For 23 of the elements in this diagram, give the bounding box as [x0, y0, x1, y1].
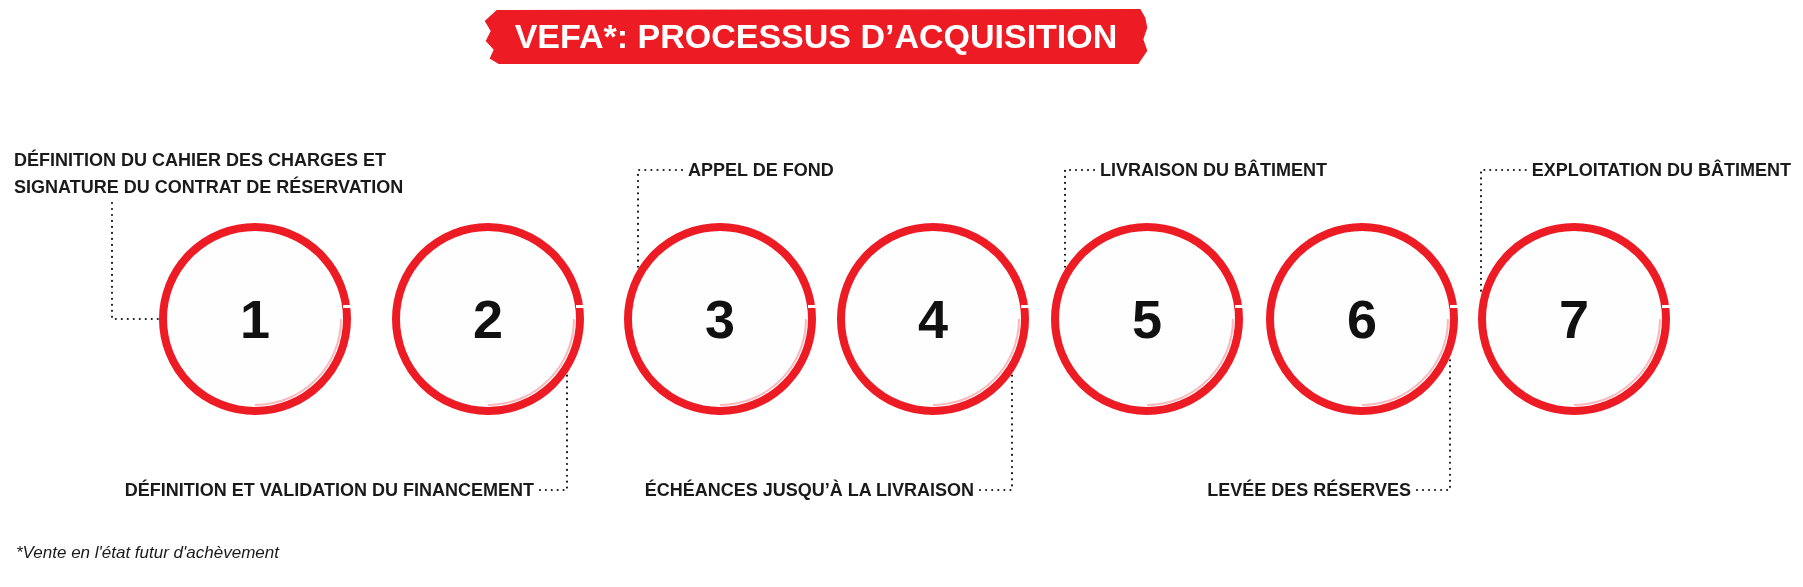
step-number: 3 — [704, 292, 735, 346]
step-label: APPEL DE FOND — [688, 159, 834, 181]
leader-line — [1415, 359, 1452, 492]
leader-line — [1479, 168, 1527, 292]
step-number: 1 — [239, 292, 270, 346]
step-label: ÉCHÉANCES JUSQU’À LA LIVRAISON — [644, 479, 974, 501]
step-number: 5 — [1131, 292, 1162, 346]
footnote: *Vente en l'état futur d'achèvement — [16, 542, 279, 564]
step-label: DÉFINITION DU CAHIER DES CHARGES ET SIGNATURE DU CONTRAT DE RÉSERVATION — [14, 147, 405, 201]
leader-line — [636, 168, 684, 268]
step-number: 7 — [1558, 292, 1589, 346]
step-label: LEVÉE DES RÉSERVES — [1207, 479, 1411, 501]
leader-line — [1063, 168, 1096, 268]
step-label: EXPLOITATION DU BÂTIMENT — [1531, 159, 1791, 181]
step-number: 2 — [472, 292, 503, 346]
title: VEFA*: PROCESSUS D’ACQUISITION — [484, 9, 1148, 64]
leader-line — [978, 374, 1014, 492]
step-number: 4 — [917, 292, 948, 346]
step-label: DÉFINITION ET VALIDATION DU FINANCEMENT — [124, 479, 534, 501]
leader-line — [110, 201, 159, 321]
step-number: 6 — [1346, 292, 1377, 346]
step-label: LIVRAISON DU BÂTIMENT — [1100, 159, 1327, 181]
leader-line — [538, 374, 569, 492]
